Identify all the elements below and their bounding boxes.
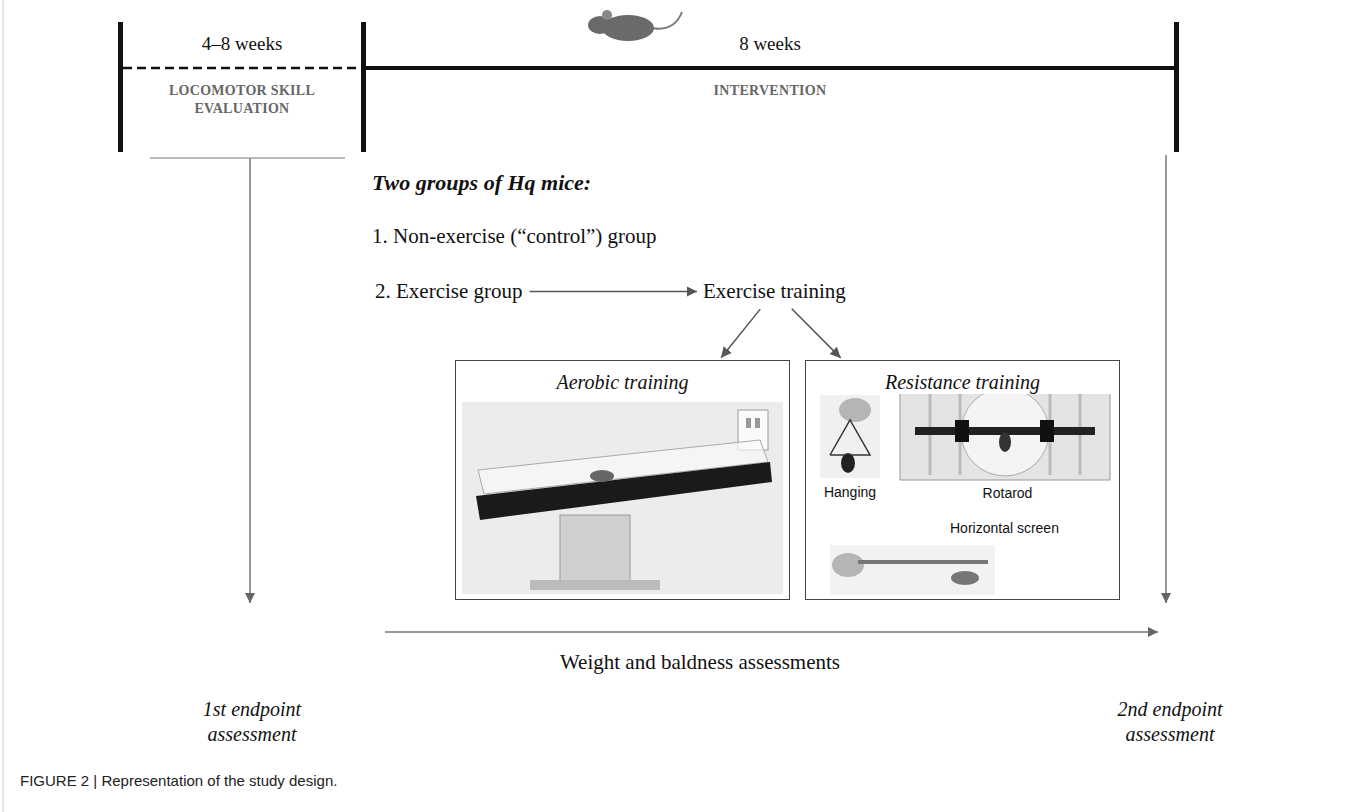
timeline-bar: [118, 22, 123, 152]
timeline-dashed: [123, 67, 361, 70]
guide-line: [150, 158, 345, 159]
mouse-on-belt: [590, 470, 614, 482]
flow-arrow: [530, 291, 697, 293]
test-panel: Horizontal screen: [828, 518, 1113, 596]
endpoint-arrow: [1165, 155, 1167, 603]
rotarod-block: [955, 420, 969, 442]
frame-line: [3, 0, 4, 812]
photo-ground: [830, 545, 995, 595]
mouse-ear: [602, 10, 612, 20]
screen-mouse: [951, 571, 979, 585]
test-panel: Rotarod: [900, 385, 1115, 502]
training-box: Aerobic training: [455, 360, 790, 600]
hanging-mouse: [841, 453, 855, 473]
endpoint-arrow: [249, 158, 251, 603]
duration-label: 8 weeks: [670, 33, 870, 55]
treadmill-stand: [560, 515, 630, 583]
photo-ground: [900, 385, 1110, 480]
endpoint-label: 2nd endpoint assessment: [1100, 697, 1240, 747]
endpoint-label: 1st endpoint assessment: [182, 697, 322, 747]
node-label: 2. Exercise group: [375, 279, 523, 304]
flow-arrow: [721, 309, 760, 358]
figure-caption: FIGURE 2 | Representation of the study d…: [20, 772, 337, 789]
horizontal-screen: [858, 560, 988, 564]
rotarod-block: [1040, 420, 1054, 442]
training-box: Resistance trainingHanging RotarodHorizon…: [805, 360, 1120, 600]
node-label: Exercise training: [703, 279, 846, 304]
group-node: 2. Exercise group: [372, 277, 526, 306]
treadmill-photo: [462, 402, 783, 594]
group-heading: Two groups of Hq mice:: [372, 170, 591, 196]
box-title: Resistance training: [806, 371, 1119, 394]
phase-label: LOCOMOTOR SKILL EVALUATION: [142, 82, 342, 118]
outlet-slot: [746, 418, 751, 428]
rotarod-mouse: [999, 432, 1011, 452]
test-label: Hanging: [815, 484, 885, 501]
mouse-icon: [588, 10, 682, 41]
timeline-solid: [366, 66, 1174, 70]
duration-label: 4–8 weeks: [142, 33, 342, 55]
assessment-label: Weight and baldness assessments: [450, 650, 950, 675]
phase-label: INTERVENTION: [620, 82, 920, 100]
hanging-photo: [820, 395, 880, 478]
flow-arrow: [792, 309, 841, 358]
training-node: Exercise training: [700, 277, 849, 306]
wire-hanger: [830, 420, 870, 455]
mouse-tail: [652, 12, 682, 29]
group-label: 1. Non-exercise (“control”) group: [372, 224, 657, 249]
test-panel: Hanging: [815, 393, 885, 501]
treadmill-base: [530, 580, 660, 590]
treadmill-belt: [476, 462, 772, 520]
assessment-arrow: [385, 631, 1158, 633]
photo-ground: [820, 395, 880, 478]
photo-ground: [462, 402, 783, 594]
timeline-bar: [1174, 22, 1179, 152]
box-title: Aerobic training: [456, 371, 789, 394]
rotarod-photo: [900, 385, 1110, 480]
hand: [832, 553, 864, 577]
test-label: Horizontal screen: [950, 520, 1059, 537]
test-label: Rotarod: [900, 485, 1115, 502]
timeline-bar: [361, 22, 366, 152]
screen-photo: [830, 545, 995, 595]
hand: [839, 398, 871, 422]
outlet-slot: [755, 418, 760, 428]
